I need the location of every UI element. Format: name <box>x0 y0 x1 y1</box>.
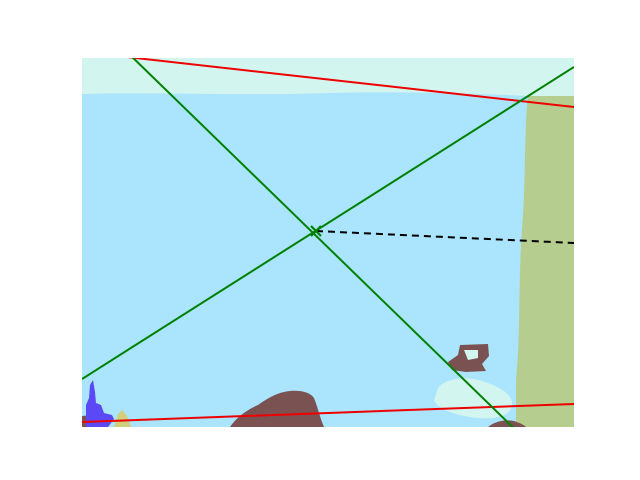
vanishing-point-marker <box>310 225 322 237</box>
figure-blue-region <box>86 380 114 427</box>
image-area <box>82 58 574 427</box>
red-horizon-line-top <box>126 58 574 108</box>
figure-yellow-region <box>114 410 131 427</box>
green-diagonal-line-descending <box>131 58 515 427</box>
rock-shore-edge <box>488 420 526 427</box>
rock-small-gap <box>464 350 478 360</box>
water-region <box>82 92 530 427</box>
rock-large <box>230 390 324 427</box>
green-diagonal-line-ascending <box>82 66 574 380</box>
shore-region <box>516 96 574 427</box>
